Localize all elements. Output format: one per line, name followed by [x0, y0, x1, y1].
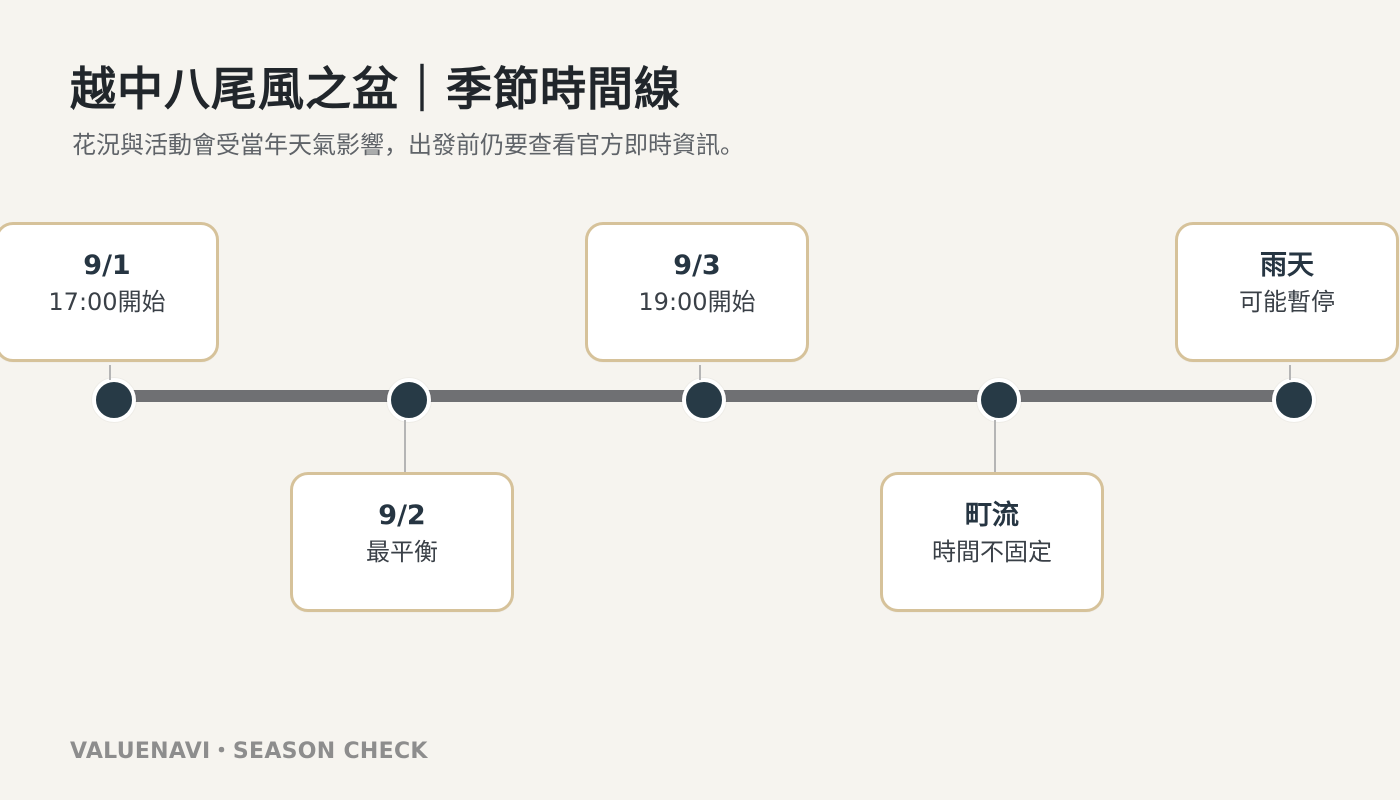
- timeline-node-1: [92, 378, 136, 422]
- timeline-card-text: 19:00開始: [638, 288, 756, 316]
- timeline-card-3: 9/3 19:00開始: [585, 222, 809, 362]
- footer-label: VALUENAVI・SEASON CHECK: [70, 739, 428, 764]
- timeline-card-heading: 町流: [965, 500, 1019, 531]
- page-title: 越中八尾風之盆｜季節時間線: [70, 62, 681, 116]
- timeline-connector-1: [109, 365, 111, 380]
- timeline-card-heading: 雨天: [1260, 250, 1314, 281]
- timeline-card-4: 町流 時間不固定: [880, 472, 1104, 612]
- timeline-connector-5: [1289, 365, 1291, 380]
- timeline-node-5: [1272, 378, 1316, 422]
- timeline-card-heading: 9/3: [673, 250, 721, 281]
- timeline-card-heading: 9/1: [83, 250, 131, 281]
- timeline-card-2: 9/2 最平衡: [290, 472, 514, 612]
- timeline-connector-4: [994, 420, 996, 472]
- timeline-node-3: [682, 378, 726, 422]
- timeline-card-1: 9/1 17:00開始: [0, 222, 219, 362]
- timeline-connector-3: [699, 365, 701, 380]
- timeline-card-text: 可能暫停: [1239, 288, 1335, 316]
- timeline-card-text: 17:00開始: [48, 288, 166, 316]
- timeline-node-2: [387, 378, 431, 422]
- timeline-card-heading: 9/2: [378, 500, 426, 531]
- timeline-card-5: 雨天 可能暫停: [1175, 222, 1399, 362]
- timeline-connector-2: [404, 420, 406, 472]
- timeline-node-4: [977, 378, 1021, 422]
- timeline-card-text: 最平衡: [366, 538, 438, 566]
- timeline-card-text: 時間不固定: [932, 538, 1052, 566]
- page-subtitle: 花況與活動會受當年天氣影響，出發前仍要查看官方即時資訊。: [72, 131, 744, 159]
